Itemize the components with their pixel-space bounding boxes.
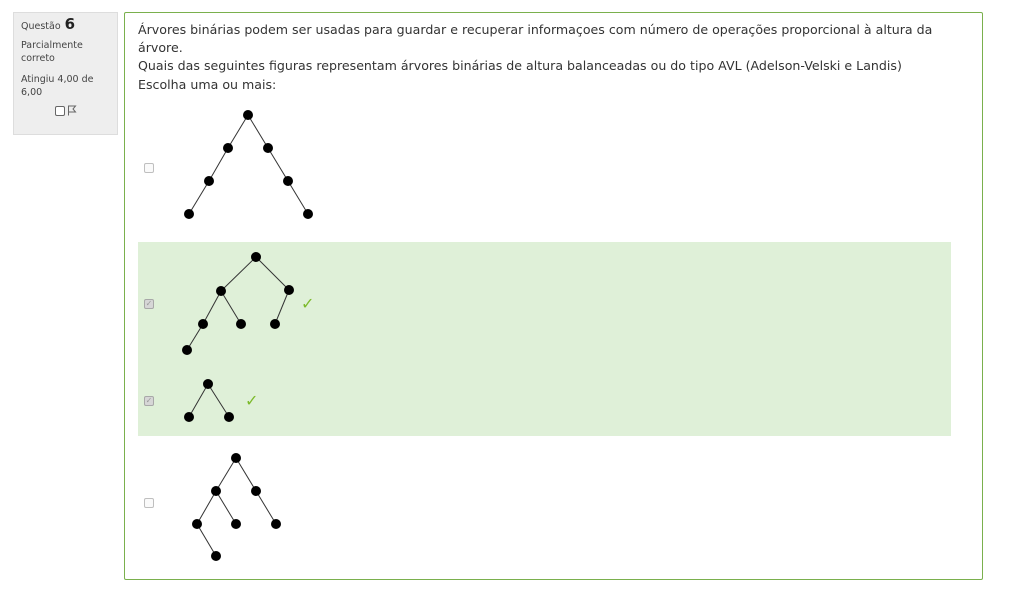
question-text: Árvores binárias podem ser usadas para g… — [138, 21, 968, 75]
flag-question[interactable] — [21, 105, 110, 116]
option-3-checkbox[interactable]: ✓ — [144, 396, 154, 406]
question-text-line2: Quais das seguintes figuras representam … — [138, 58, 902, 73]
question-text-line1: Árvores binárias podem ser usadas para g… — [138, 22, 933, 55]
flag-checkbox[interactable] — [54, 105, 65, 116]
option-3-check-icon: ✓ — [245, 391, 259, 410]
question-number-value: 6 — [64, 15, 76, 33]
question-content: Árvores binárias podem ser usadas para g… — [124, 12, 983, 580]
option-4-checkbox[interactable] — [144, 498, 154, 508]
question-grade: Atingiu 4,00 de 6,00 — [21, 74, 94, 98]
flag-icon[interactable] — [67, 105, 77, 116]
question-label: Questão — [21, 21, 61, 32]
option-1-tree-image — [184, 110, 313, 219]
question-number: Questão 6 — [21, 15, 110, 33]
answer-prompt: Escolha uma ou mais: — [138, 77, 277, 92]
option-2-checkbox[interactable]: ✓ — [144, 299, 154, 309]
question-info-panel: Questão 6 Parcialmente correto Atingiu 4… — [13, 12, 118, 135]
option-1-checkbox[interactable] — [144, 163, 154, 173]
option-2-tree-image — [182, 252, 294, 355]
option-2-check-icon: ✓ — [301, 294, 315, 313]
question-state: Parcialmente correto — [21, 40, 83, 64]
option-3-tree-image — [184, 379, 234, 422]
option-4-tree-image — [192, 453, 281, 561]
